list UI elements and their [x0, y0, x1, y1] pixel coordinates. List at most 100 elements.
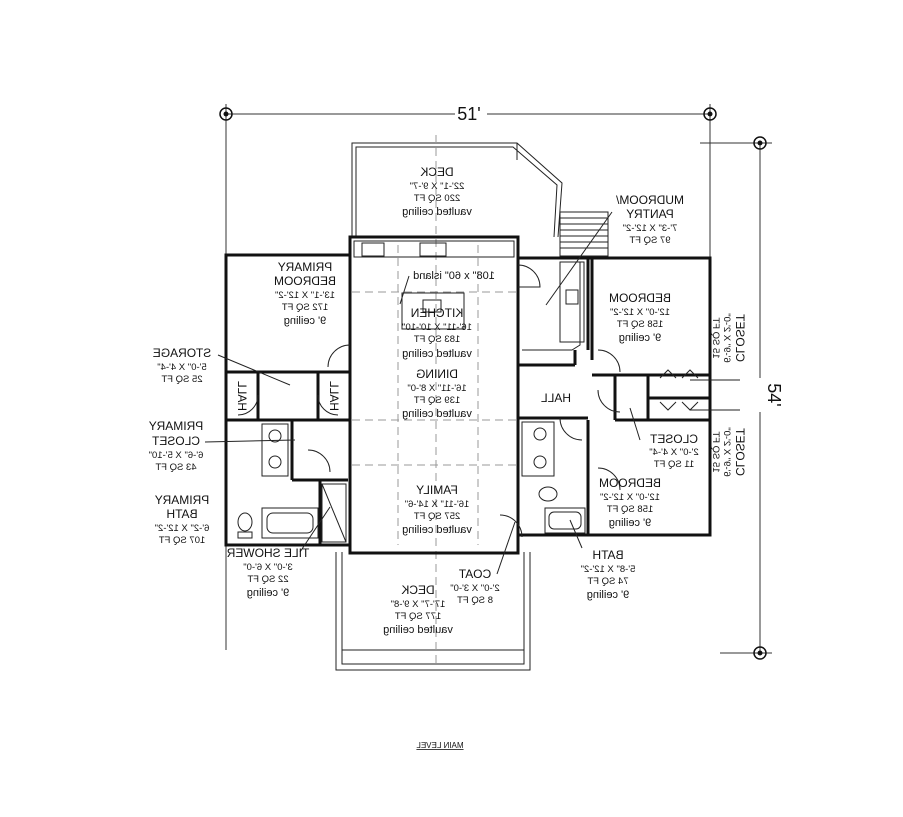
bedroom-lower-ceiling: 9' ceiling [609, 517, 651, 529]
dining-ceiling: vaulted ceiling [402, 408, 472, 420]
bedroom-upper-ceiling: 9' ceiling [619, 332, 661, 344]
primary-bath-size: 6'-2" X 12'-2" [155, 523, 210, 534]
dining-size: 16'-11" X 8'-0" [407, 383, 466, 394]
bath-size: 5'-8" X 12'-2" [581, 564, 636, 575]
bath-fixtures [237, 421, 586, 543]
kitchen-fixtures [353, 240, 585, 351]
closet-lower-name: CLOSET [733, 427, 747, 476]
svg-text:HALL: HALL [235, 381, 249, 411]
family-area: 257 SQ FT [414, 511, 461, 522]
svg-text:108" x 60" island: 108" x 60" island [413, 270, 495, 282]
room-deck-front: DECK 17'-7" X 9'-8" 177 SQ FT vaulted ce… [383, 583, 453, 636]
svg-text:HALL: HALL [327, 381, 341, 411]
closet-small-name: CLOSET [649, 432, 698, 446]
family-name: FAMILY [416, 483, 458, 497]
room-bedroom-upper: BEDROOM 12'-0" X 12'-2" 158 SQ FT 9' cei… [609, 291, 671, 344]
mudroom-name-1: MUDROOM/ [615, 193, 684, 207]
deck-rear-name: DECK [420, 165, 453, 179]
tile-shower-size: 3'-0" X 6'-0" [243, 562, 292, 573]
front-deck-outline [335, 552, 531, 671]
island-label: 108" x 60" island [413, 270, 495, 282]
coat-name: COAT [458, 567, 491, 581]
kitchen-size: 16'-11" X 10'-10" [402, 322, 472, 333]
storage-name: STORAGE [153, 346, 211, 360]
primary-closet-name-1: PRIMARY [149, 419, 203, 433]
deck-rear-size: 22'-1" X 9'-7" [410, 181, 465, 192]
tile-shower-area: 22 SQ FT [247, 574, 288, 585]
room-hall: HALL [541, 391, 571, 405]
mudroom-name-2: PANTRY [626, 207, 674, 221]
primary-bath-area: 107 SQ FT [159, 535, 206, 546]
toilet-icon [538, 486, 558, 502]
room-storage: STORAGE 5'-0" X 4'-4" 25 SQ FT [153, 346, 211, 385]
deck-front-name: DECK [401, 583, 434, 597]
closet-small-area: 11 SQ FT [654, 459, 695, 470]
room-family: FAMILY 16'-11" X 14'-6" 257 SQ FT vaulte… [402, 483, 472, 536]
bedroom-upper-name: BEDROOM [609, 291, 671, 305]
kitchen-area: 183 SQ FT [414, 334, 461, 345]
room-primary-bedroom: PRIMARY BEDROOM 13'-1" X 12'-2" 172 SQ F… [274, 260, 336, 327]
family-ceiling: vaulted ceiling [402, 524, 472, 536]
primary-closet-area: 43 SQ FT [155, 462, 196, 473]
door-swings [237, 264, 699, 538]
sink-icon [268, 429, 282, 443]
bedroom-upper-area: 158 SQ FT [617, 319, 664, 330]
room-deck-rear: DECK 22'-1" X 9'-7" 220 SQ FT vaulted ce… [402, 165, 472, 218]
kitchen-ceiling: vaulted ceiling [402, 348, 472, 360]
primary-bedroom-name-1: PRIMARY [278, 260, 332, 274]
deck-front-area: 177 SQ FT [395, 611, 442, 622]
room-bath: BATH 5'-8" X 12'-2" 74 SQ FT 9' ceiling [581, 548, 636, 601]
exterior-walls [224, 235, 712, 555]
depth-dimension: 54' [700, 136, 784, 660]
closet-upper-area: 15 SQ FT [710, 317, 721, 358]
room-coat: COAT 2'-0" X 3'-0" 8 SQ FT [450, 567, 499, 606]
primary-bedroom-area: 172 SQ FT [282, 302, 329, 313]
kitchen-name: KITCHEN [411, 306, 464, 320]
primary-closet-size: 6'-6" X 5'-10" [149, 450, 204, 461]
bath-area: 74 SQ FT [587, 576, 628, 587]
coat-size: 2'-0" X 3'-0" [450, 583, 499, 594]
stairs [559, 211, 609, 257]
depth-dimension-label: 54' [764, 383, 784, 406]
room-tile-shower: TILE SHOWER 3'-0" X 6'-0" 22 SQ FT 9' ce… [226, 546, 309, 599]
svg-text:MAIN LEVEL: MAIN LEVEL [416, 741, 464, 750]
toilet-icon [237, 512, 253, 532]
primary-closet-name-2: CLOSET [151, 434, 200, 448]
mudroom-area: 97 SQ FT [629, 235, 670, 246]
room-closet-upper: CLOSET 6'-9" X 2'-0" 15 SQ FT [710, 313, 747, 362]
dining-area: 139 SQ FT [414, 395, 461, 406]
shower-icon [321, 483, 347, 543]
bath-ceiling: 9' ceiling [587, 589, 629, 601]
primary-bath-name-1: PRIMARY [155, 493, 209, 507]
room-hall-mid: HALL [327, 381, 341, 411]
room-primary-bath: PRIMARY BATH 6'-2" X 12'-2" 107 SQ FT [155, 493, 210, 546]
storage-area: 25 SQ FT [161, 374, 202, 385]
closet-lower-area: 15 SQ FT [710, 431, 721, 472]
bedroom-lower-size: 12'-0" X 12'-2" [600, 492, 660, 503]
primary-bath-name-2: BATH [166, 507, 197, 521]
bedroom-upper-size: 12'-0" X 12'-2" [610, 307, 670, 318]
room-primary-closet: PRIMARY CLOSET 6'-6" X 5'-10" 43 SQ FT [149, 419, 204, 473]
bathtub-icon [261, 507, 319, 539]
width-dimension-label: 51' [457, 104, 480, 124]
room-dining: DINING 16'-11" X 8'-0" 139 SQ FT vaulted… [402, 367, 472, 420]
coat-area: 8 SQ FT [457, 595, 493, 606]
closet-upper-name: CLOSET [733, 313, 747, 362]
bedroom-lower-name: BEDROOM [599, 476, 661, 490]
family-size: 16'-11" X 14'-6" [405, 499, 470, 510]
deck-front-ceiling: vaulted ceiling [383, 624, 453, 636]
mudroom-size: 7'-3" X 12'-2" [623, 223, 678, 234]
level-label: MAIN LEVEL [416, 741, 464, 750]
room-closet-lower: CLOSET 6'-9" X 2'-0" 15 SQ FT [710, 427, 747, 476]
deck-rear-ceiling: vaulted ceiling [402, 206, 472, 218]
room-bedroom-lower: BEDROOM 12'-0" X 12'-2" 158 SQ FT 9' cei… [599, 476, 661, 529]
tile-shower-name: TILE SHOWER [226, 546, 309, 560]
primary-bedroom-size: 13'-1" X 12'-2" [275, 290, 335, 301]
deck-rear-area: 220 SQ FT [414, 193, 461, 204]
leader-lines [204, 211, 740, 575]
room-mudroom-pantry: MUDROOM/ PANTRY 7'-3" X 12'-2" 97 SQ FT [615, 193, 684, 246]
svg-text:HALL: HALL [541, 391, 571, 405]
bath-name: BATH [592, 548, 623, 562]
room-closet-small: CLOSET 2'-0" X 4'-4" 11 SQ FT [649, 432, 698, 470]
